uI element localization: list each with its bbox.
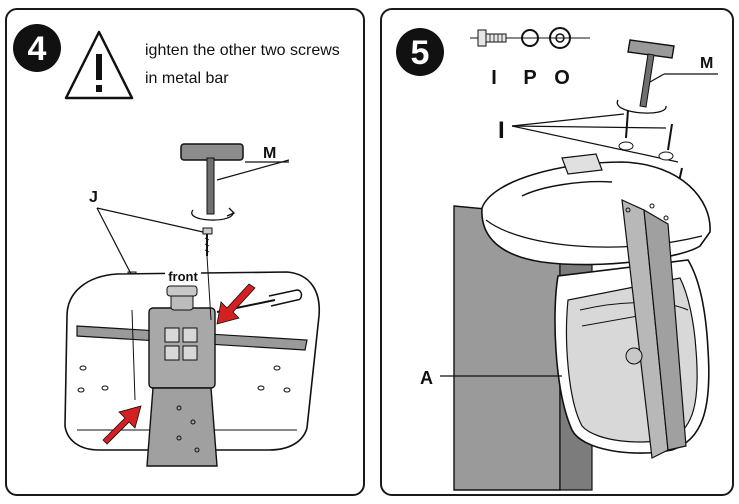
spring-washer-icon — [521, 29, 539, 47]
tool-m-label: M — [263, 145, 276, 162]
t-handle-wrench — [180, 143, 244, 221]
front-label: front — [168, 269, 198, 284]
red-arrow-upper — [216, 283, 256, 325]
seat-shell — [481, 153, 711, 459]
base-a-label: A — [420, 368, 433, 388]
part-label-o: O — [554, 67, 570, 89]
step-5-panel: 5 I P O M I — [380, 8, 734, 496]
tilt-mechanism — [146, 285, 218, 467]
red-arrow-lower — [102, 405, 142, 445]
step-4-number: 4 — [28, 30, 47, 68]
step-5-number: 5 — [411, 34, 430, 72]
part-label-i: I — [491, 67, 497, 89]
warning-line-1: ighten the other two screws — [145, 42, 340, 59]
part-label-p: P — [523, 67, 536, 89]
warning-icon — [64, 30, 134, 100]
tool-m-label: M — [700, 55, 713, 72]
step-5-badge — [396, 28, 444, 76]
step-4-illustration: 4 M J — [13, 24, 321, 467]
screws-i-label: I — [498, 117, 505, 144]
step-5-illustration: 5 I P O M I — [396, 27, 718, 491]
screw-j — [202, 227, 213, 256]
step-4-badge — [13, 24, 61, 72]
screw-j-label: J — [89, 189, 98, 206]
bolt-icon — [477, 29, 507, 47]
warning-line-2: in metal bar — [145, 70, 229, 87]
step-4-panel: 4 M J — [5, 8, 365, 496]
t-handle-wrench — [616, 39, 675, 114]
flat-washer-icon — [549, 27, 571, 49]
